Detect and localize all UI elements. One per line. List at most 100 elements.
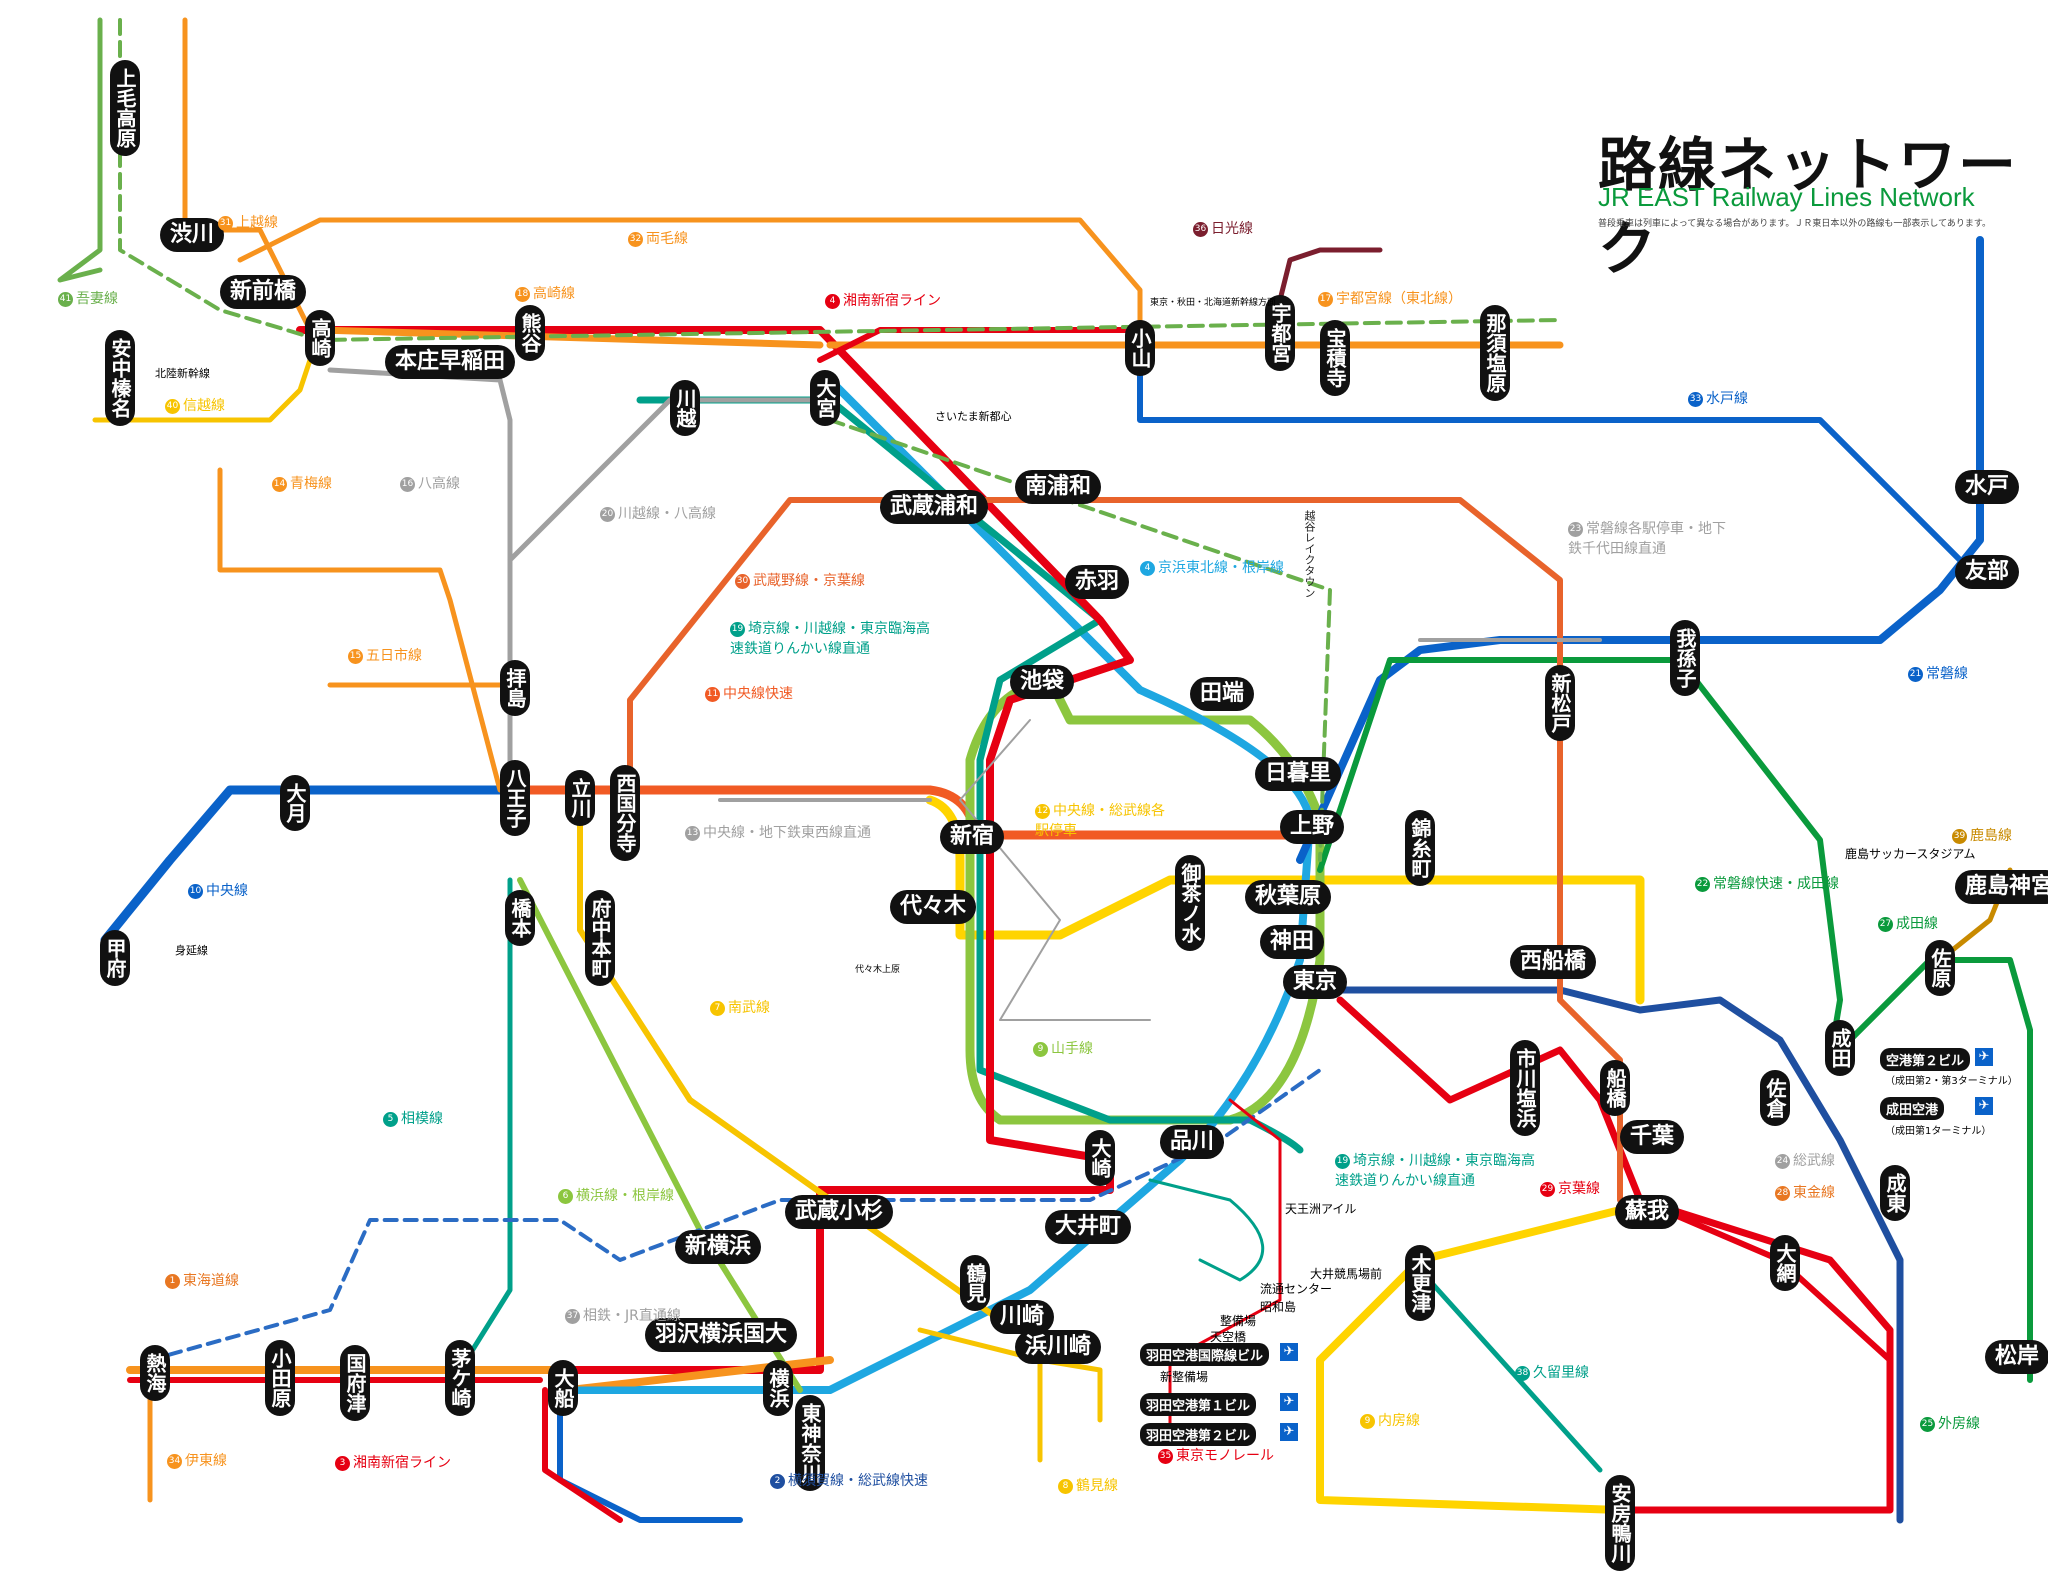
station-oimachi[interactable]: 大井町	[1045, 1210, 1132, 1244]
station-takasakiwagawa[interactable]: 宝積寺	[1320, 320, 1350, 396]
station-fuchuhommachi[interactable]: 府中本町	[585, 890, 615, 986]
station-minamifunabashi[interactable]: 船橋	[1600, 1060, 1630, 1116]
station-akihabara[interactable]: 秋葉原	[1245, 880, 1332, 914]
station-haneda-international[interactable]: 羽田空港国際線ビル	[1140, 1343, 1270, 1366]
station-kanda[interactable]: 神田	[1260, 925, 1325, 959]
station-akabane[interactable]: 赤羽	[1065, 565, 1130, 599]
station-omiya[interactable]: 大宮	[810, 370, 840, 426]
station-utsunomiya[interactable]: 宇都宮	[1265, 295, 1295, 371]
station-kashimajingu[interactable]: 鹿島神宮	[1955, 870, 2048, 904]
station-yokohama[interactable]: 横浜	[763, 1360, 793, 1416]
station-ofuna[interactable]: 大船	[548, 1360, 578, 1416]
station-ueno[interactable]: 上野	[1280, 810, 1345, 844]
station-shinmaebashi[interactable]: 新前橋	[220, 275, 307, 309]
station-kisarazu[interactable]: 木更津	[1405, 1245, 1435, 1321]
station-narita-airport[interactable]: 成田空港	[1880, 1097, 1945, 1120]
station-narutou[interactable]: 成東	[1880, 1165, 1910, 1221]
station-honjowaseda[interactable]: 本庄早稲田	[385, 345, 516, 379]
station-yoyogi[interactable]: 代々木	[890, 890, 977, 924]
station-chiba[interactable]: 千葉	[1620, 1120, 1685, 1154]
station-sakura[interactable]: 佐倉	[1760, 1070, 1790, 1126]
station-chigasaki[interactable]: 茅ケ崎	[445, 1340, 475, 1416]
narita-t2-note: （成田第2・第3ターミナル）	[1885, 1076, 2018, 1087]
station-kozu[interactable]: 国府津	[340, 1345, 370, 1421]
station-abiko[interactable]: 我孫子	[1670, 620, 1700, 696]
station-otsuki[interactable]: 大月	[280, 775, 310, 831]
station-haneda-t2[interactable]: 羽田空港第２ビル	[1140, 1423, 1257, 1446]
station-kawasaki[interactable]: 川崎	[990, 1300, 1055, 1334]
station-tachikawa[interactable]: 立川	[565, 770, 595, 826]
station-narita[interactable]: 成田	[1825, 1020, 1855, 1076]
page-title: 路線ネットワーク	[1598, 131, 2019, 283]
station-tsurumi-yoshi[interactable]: 鶴見	[960, 1255, 990, 1311]
line-takasaki	[316, 326, 824, 349]
line-tokaido	[126, 1356, 834, 1394]
station-hanedaview[interactable]: 羽沢横浜国大	[645, 1318, 798, 1352]
station-nishifunabashi[interactable]: 西船橋	[1510, 945, 1597, 979]
station-shinmatsudo[interactable]: 新松戸	[1545, 665, 1575, 741]
station-soga[interactable]: 蘇我	[1615, 1195, 1680, 1229]
station-sawara[interactable]: 佐原	[1925, 940, 1955, 996]
station-oyama[interactable]: 小山	[1125, 320, 1155, 376]
station-shibukawa[interactable]: 渋川	[160, 218, 225, 252]
station-awakamogawa[interactable]: 安房鴨川	[1605, 1475, 1635, 1571]
station-oami[interactable]: 大網	[1770, 1235, 1800, 1291]
station-ichikawashiohama[interactable]: 市川塩浜	[1510, 1040, 1540, 1136]
station-hachioji[interactable]: 八王子	[500, 760, 530, 836]
station-minamiurawa[interactable]: 南浦和	[1015, 470, 1102, 504]
station-haneda-t1[interactable]: 羽田空港第１ビル	[1140, 1393, 1257, 1416]
station-jomokogen[interactable]: 上毛高原	[110, 60, 140, 156]
station-kawagoe[interactable]: 川越	[670, 380, 700, 436]
station-hamakawasaki[interactable]: 浜川崎	[1015, 1330, 1102, 1364]
station-osaki[interactable]: 大崎	[1085, 1130, 1115, 1186]
station-atami[interactable]: 熱海	[140, 1345, 170, 1401]
station-narita-airport-t2[interactable]: 空港第２ビル	[1880, 1048, 1971, 1071]
label-oikeiba: 大井競馬場前	[1310, 1267, 1383, 1281]
station-odawara[interactable]: 小田原	[265, 1340, 295, 1416]
station-ochanomizu[interactable]: 御茶ノ水	[1175, 855, 1205, 951]
station-ikebukuro[interactable]: 池袋	[1010, 665, 1075, 699]
station-higashikanagawa[interactable]: 東神奈川	[795, 1395, 825, 1491]
station-hashimoto[interactable]: 橋本	[505, 890, 535, 946]
station-nishikokubunji[interactable]: 西国分寺	[610, 765, 640, 861]
station-kofu[interactable]: 甲府	[100, 930, 130, 986]
label-hokuriku-shinkansen: 北陸新幹線	[155, 367, 210, 380]
station-takasaki[interactable]: 高崎	[305, 310, 335, 366]
station-shinjuku[interactable]: 新宿	[940, 820, 1005, 854]
station-matsugishi[interactable]: 松岸	[1985, 1340, 2048, 1374]
station-musashikosugi[interactable]: 武蔵小杉	[785, 1195, 894, 1229]
station-nasushiobara[interactable]: 那須塩原	[1480, 305, 1510, 401]
station-tabata[interactable]: 田端	[1190, 677, 1255, 711]
station-annakaharuna[interactable]: 安中榛名	[105, 330, 135, 426]
station-tokyo[interactable]: 東京	[1283, 965, 1348, 999]
label-shinkansen-direction: 東京・秋田・北海道新幹線方面	[1150, 298, 1277, 308]
line-nambu	[577, 797, 1003, 1323]
airplane-icon: ✈	[1280, 1423, 1298, 1441]
station-shinyokohama[interactable]: 新横浜	[675, 1230, 762, 1264]
station-musashiurawa[interactable]: 武蔵浦和	[880, 490, 989, 524]
station-kinshicho[interactable]: 錦糸町	[1405, 810, 1435, 886]
station-shinagawa[interactable]: 品川	[1160, 1125, 1225, 1159]
station-haijima[interactable]: 拝島	[500, 660, 530, 716]
label-showajima: 昭和島	[1260, 1300, 1297, 1314]
line-ome	[217, 467, 503, 793]
station-mito[interactable]: 水戸	[1955, 470, 2020, 504]
station-nippori[interactable]: 日暮里	[1255, 757, 1342, 791]
station-tomobe[interactable]: 友部	[1955, 555, 2020, 589]
station-kumagaya[interactable]: 熊谷	[515, 305, 545, 361]
